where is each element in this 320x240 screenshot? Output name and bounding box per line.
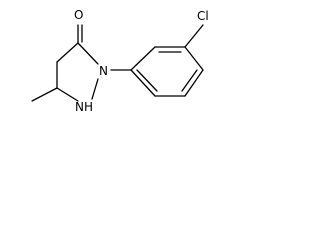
bond-c3-c4: [56, 42, 79, 63]
nitrogen-label: N: [99, 64, 108, 78]
bond-ar1-ar2: [130, 46, 156, 71]
chlorine-label: Cl: [197, 9, 209, 23]
bond-n2-c3: [77, 42, 99, 65]
bond-ar6-ar1: [130, 69, 156, 97]
amine-label: NH: [75, 100, 93, 114]
chemical-structure-diagram: O N NH Cl: [31, 8, 209, 114]
bond-c5-methyl: [31, 87, 58, 102]
bond-ar3-ar4: [184, 46, 204, 71]
bond-ar4-ar5: [184, 69, 204, 97]
oxygen-label: O: [74, 8, 83, 22]
bond-ar3-cl: [184, 24, 204, 48]
bond-aromatic-inner-3: [136, 69, 158, 92]
bond-c5-n1: [56, 87, 79, 102]
bond-n1-n2: [91, 78, 99, 100]
bond-aromatic-inner-2: [181, 69, 198, 92]
